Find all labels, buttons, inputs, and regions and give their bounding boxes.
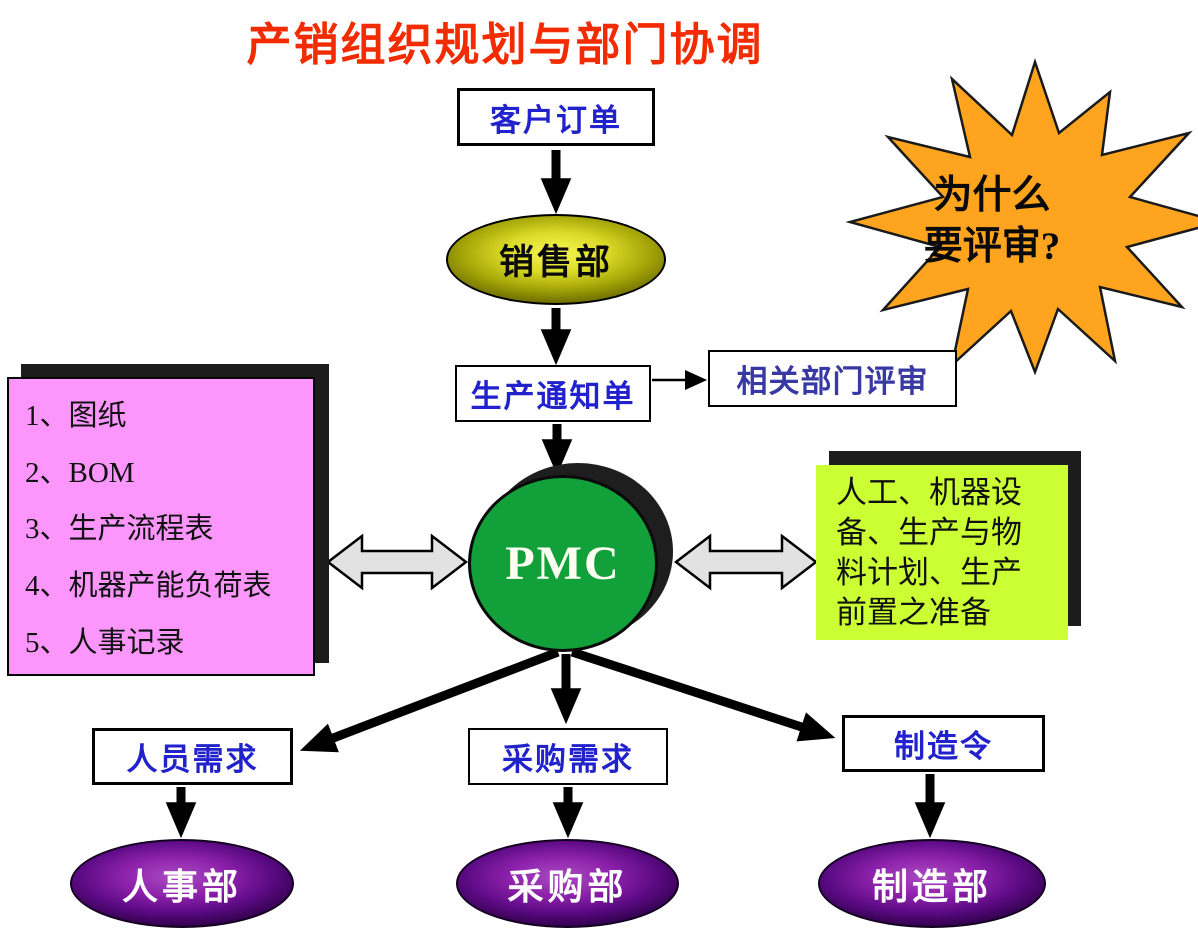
arrow-pmc-to-personnel: [299, 647, 560, 753]
input-item: 3、生产流程表: [25, 513, 214, 546]
inputs-panel: 1、图纸 2、BOM 3、生产流程表 4、机器产能负荷表 5、人事记录: [7, 377, 315, 676]
flow-arrows: [165, 150, 946, 839]
input-item: 5、人事记录: [25, 626, 185, 659]
double-arrow-right: [673, 533, 819, 591]
review-callout-star: [845, 57, 1198, 376]
node-hr-dept: 人事部: [70, 839, 294, 928]
resources-line: 前置之准备: [836, 594, 991, 630]
node-sales-dept: 销售部: [446, 214, 666, 305]
node-purchasing-dept: 采购部: [456, 839, 679, 928]
node-purchase-demand: 采购需求: [468, 728, 668, 785]
input-item: 2、BOM: [25, 456, 135, 489]
double-arrow-left: [325, 533, 469, 591]
page-title: 产销组织规划与部门协调: [246, 20, 764, 70]
node-production-notice: 生产通知单: [455, 365, 651, 422]
callout-line: 为什么: [933, 174, 1051, 217]
input-item: 4、机器产能负荷表: [25, 570, 272, 603]
node-dept-review: 相关部门评审: [708, 350, 957, 407]
resources-line: 料计划、生产: [836, 554, 1022, 590]
arrow-pmc-to-mfg: [570, 647, 836, 742]
review-callout-text: 为什么 要评审?: [872, 170, 1112, 272]
resources-panel: 人工、机器设 备、生产与物 料计划、生产 前置之准备: [816, 465, 1068, 640]
node-manufacture-order: 制造令: [842, 715, 1045, 772]
node-personnel-demand: 人员需求: [92, 728, 293, 785]
node-pmc: PMC: [468, 475, 658, 652]
node-manufacturing-dept: 制造部: [818, 839, 1046, 928]
node-customer-order: 客户订单: [457, 88, 655, 146]
resources-line: 人工、机器设: [836, 474, 1022, 510]
callout-line: 要评审?: [923, 225, 1061, 268]
input-item: 1、图纸: [25, 400, 127, 433]
resources-line: 备、生产与物: [836, 514, 1022, 550]
